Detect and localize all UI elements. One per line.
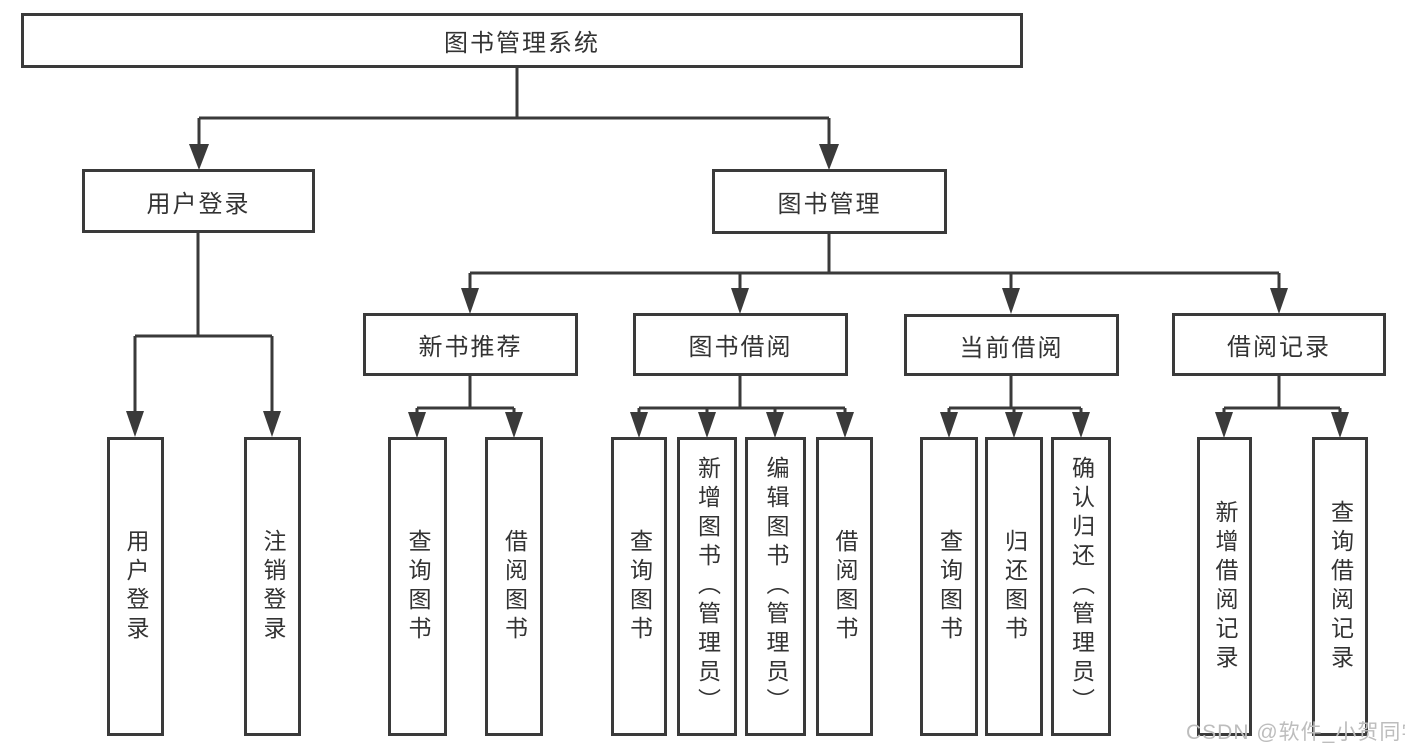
node-leaf-confirm-return: 确认归还（管理员）: [1051, 437, 1111, 736]
connector-book-mgmt: [461, 234, 1288, 314]
node-leaf-borrow-book-1-label: 借阅图书: [501, 528, 528, 645]
node-leaf-query-record: 查询借阅记录: [1312, 437, 1368, 736]
node-leaf-confirm-return-label: 确认归还（管理员）: [1068, 456, 1095, 717]
node-leaf-return-book-label: 归还图书: [1001, 528, 1028, 645]
connector-new-book-rec: [408, 376, 523, 438]
node-current-borrow: 当前借阅: [904, 314, 1119, 376]
node-current-borrow-label: 当前借阅: [959, 334, 1064, 362]
node-user-login-group: 用户登录: [82, 169, 315, 233]
connector-user-login: [126, 233, 281, 437]
node-leaf-add-record-label: 新增借阅记录: [1212, 499, 1238, 674]
node-leaf-query-book-1-label: 查询图书: [405, 528, 431, 645]
node-leaf-borrow-book-2-label: 借阅图书: [832, 528, 858, 645]
node-borrow-records-label: 借阅记录: [1227, 334, 1331, 361]
node-root-label: 图书管理系统: [444, 30, 600, 57]
node-leaf-edit-book-label: 编辑图书（管理员）: [763, 456, 789, 717]
node-book-mgmt-label: 图书管理: [777, 191, 882, 218]
node-leaf-query-book-2: 查询图书: [611, 437, 667, 736]
connector-borrow-records: [1215, 376, 1349, 438]
watermark: CSDN @软件_小贺同学: [1186, 721, 1405, 744]
connector-root: [189, 68, 839, 170]
node-leaf-add-record: 新增借阅记录: [1197, 437, 1252, 736]
node-book-borrow-label: 图书借阅: [688, 334, 793, 361]
node-new-book-rec-label: 新书推荐: [418, 334, 523, 361]
node-leaf-query-book-3-label: 查询图书: [936, 528, 963, 645]
node-leaf-user-login-label: 用户登录: [123, 528, 149, 645]
node-leaf-query-record-label: 查询借阅记录: [1327, 499, 1354, 674]
node-leaf-logout: 注销登录: [244, 437, 301, 736]
node-leaf-query-book-1: 查询图书: [388, 437, 447, 736]
node-leaf-logout-label: 注销登录: [260, 528, 286, 645]
node-leaf-borrow-book-1: 借阅图书: [485, 437, 543, 736]
node-leaf-query-book-2-label: 查询图书: [626, 528, 653, 645]
node-root: 图书管理系统: [21, 13, 1023, 68]
node-leaf-edit-book: 编辑图书（管理员）: [745, 437, 806, 736]
node-leaf-add-book-label: 新增图书（管理员）: [694, 456, 721, 717]
connector-book-borrow: [630, 376, 854, 438]
node-leaf-query-book-3: 查询图书: [920, 437, 978, 736]
connector-current-borrow: [940, 376, 1090, 438]
node-leaf-borrow-book-2: 借阅图书: [816, 437, 873, 736]
node-book-mgmt: 图书管理: [712, 169, 947, 234]
node-new-book-rec: 新书推荐: [363, 313, 578, 376]
node-book-borrow: 图书借阅: [633, 313, 848, 376]
node-leaf-user-login: 用户登录: [107, 437, 164, 736]
node-user-login-group-label: 用户登录: [146, 190, 251, 218]
node-leaf-return-book: 归还图书: [985, 437, 1043, 736]
node-borrow-records: 借阅记录: [1172, 313, 1386, 376]
node-leaf-add-book: 新增图书（管理员）: [677, 437, 737, 736]
